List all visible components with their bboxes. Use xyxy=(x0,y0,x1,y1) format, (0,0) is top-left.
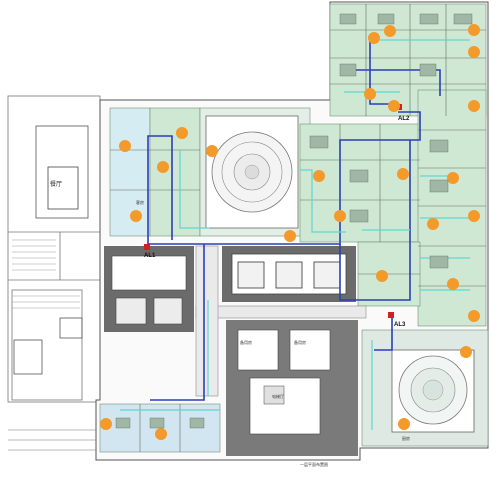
corridor xyxy=(195,245,367,397)
device-marker xyxy=(460,346,472,358)
device-marker xyxy=(364,88,376,100)
device-marker xyxy=(447,172,459,184)
device-marker xyxy=(468,310,480,322)
room-label-3: 电梯厅 xyxy=(272,393,284,399)
furniture xyxy=(115,13,473,429)
device-marker xyxy=(100,418,112,430)
round-hall-lower xyxy=(391,349,475,433)
device-marker xyxy=(468,210,480,222)
room-label-4: 厨房 xyxy=(402,435,410,441)
bottom-strip xyxy=(8,429,96,451)
room-label-1: 备用房 xyxy=(240,339,252,345)
device-marker xyxy=(468,100,480,112)
device-marker xyxy=(427,218,439,230)
svg-text:AL3: AL3 xyxy=(394,322,406,328)
elevator-core xyxy=(104,246,358,456)
device-marker xyxy=(468,46,480,58)
svg-text:AL1: AL1 xyxy=(144,253,156,259)
room-label-2: 备用房 xyxy=(294,339,306,345)
device-marker xyxy=(447,278,459,290)
device-marker xyxy=(284,230,296,242)
device-marker xyxy=(130,210,142,222)
panel-al3: AL3 xyxy=(388,312,406,328)
bottom-note: 一层平面布置图 xyxy=(300,461,328,467)
cable-blue xyxy=(147,40,441,401)
device-marker xyxy=(376,270,388,282)
device-marker xyxy=(176,127,188,139)
device-marker xyxy=(313,170,325,182)
device-marker xyxy=(157,161,169,173)
device-marker xyxy=(398,418,410,430)
device-marker xyxy=(334,210,346,222)
room-label-0: 餐厅 xyxy=(50,180,62,188)
device-marker xyxy=(119,140,131,152)
left-hatch xyxy=(12,239,80,309)
svg-text:AL2: AL2 xyxy=(398,116,410,122)
device-marker xyxy=(397,168,409,180)
device-marker xyxy=(388,100,400,112)
left-building xyxy=(7,95,111,403)
device-marker xyxy=(468,24,480,36)
device-marker xyxy=(155,428,167,440)
panel-al1: AL1 xyxy=(144,244,156,259)
device-marker xyxy=(368,32,380,44)
round-hall-upper xyxy=(205,115,299,229)
room-label-5: 客房 xyxy=(136,199,144,205)
device-marker xyxy=(206,145,218,157)
device-marker xyxy=(384,25,396,37)
devices xyxy=(100,24,480,440)
